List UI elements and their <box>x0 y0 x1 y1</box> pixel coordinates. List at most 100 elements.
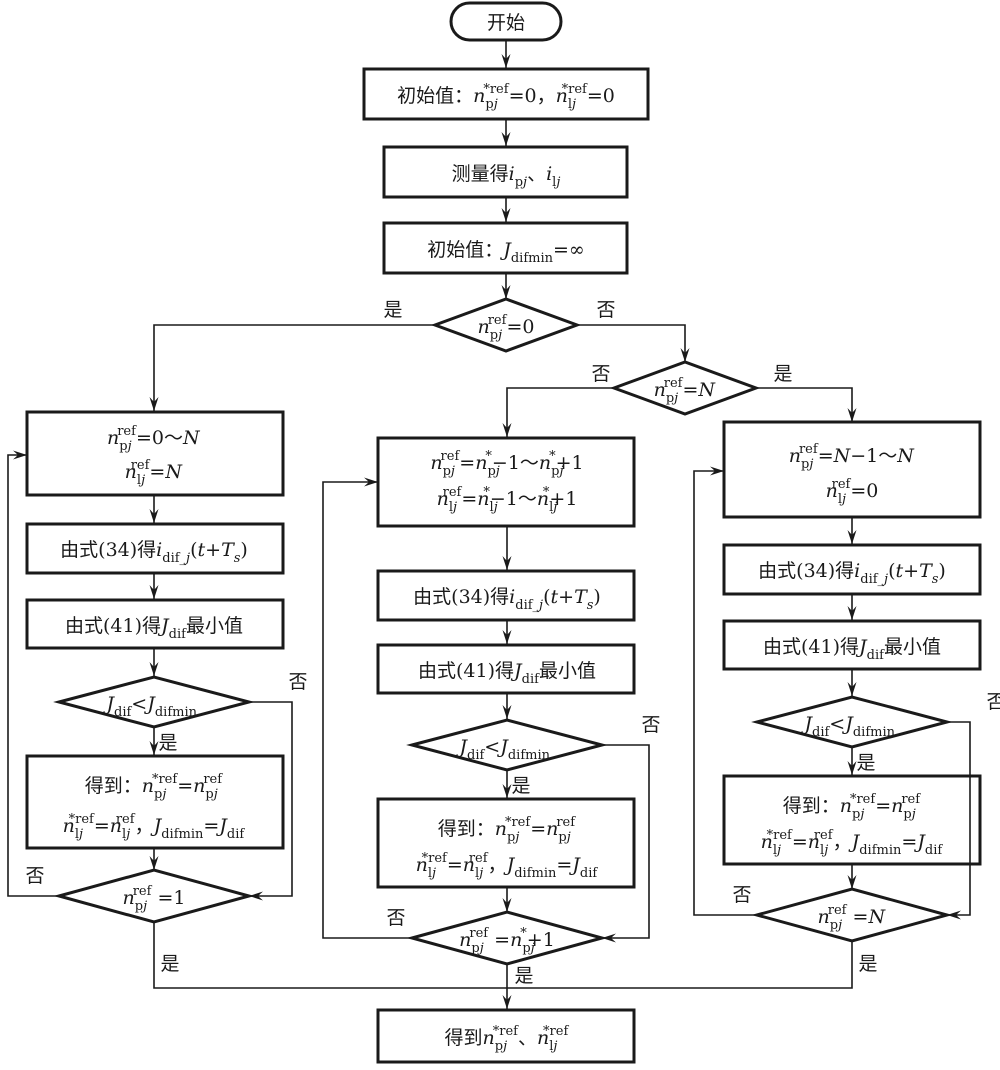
subscript: j <box>491 97 498 112</box>
subscript: j <box>140 899 147 914</box>
expr-token: J <box>157 615 170 637</box>
expr-token: +1 <box>549 488 577 510</box>
expr-token: T <box>919 560 933 582</box>
measure-box <box>382 145 629 199</box>
subscript: j <box>550 1039 557 1054</box>
expr-token: = <box>203 815 219 837</box>
subscript: j <box>536 598 543 613</box>
expr-token: n <box>463 854 475 876</box>
branch-right-loop-no-label: 否 <box>732 884 751 906</box>
decision-npj-zero-text: npjref=0 <box>478 313 535 343</box>
branch-right-compare-yes-label: 是 <box>856 752 875 774</box>
expr-token: +1 <box>556 452 584 474</box>
branch-middle-range-line2: nljref=nlj*−1～nlj*+1 <box>437 485 578 515</box>
expr-token: n <box>789 445 801 467</box>
expr-token: J <box>102 693 115 715</box>
branch-right-get-line1-text: 得到：npj*ref=npjref <box>783 792 921 822</box>
branch-right-get-box <box>722 774 982 866</box>
subscript: s <box>587 598 594 613</box>
branch-left-compare-no-label: 否 <box>288 671 307 693</box>
subscript: dif <box>169 627 187 642</box>
subscript: dif <box>114 705 132 720</box>
branch-left-eq34-text: 由式(34)得idif_j(t+Ts) <box>60 539 248 566</box>
expr-token: = <box>556 854 572 876</box>
branch-left-get-box <box>25 754 285 850</box>
init-ref-box <box>362 67 650 121</box>
subscript: dif <box>580 866 598 881</box>
expr-token: n <box>826 480 838 502</box>
branch-middle-range-line1-text: npjref=npj*−1～npj*+1 <box>430 449 583 479</box>
expr-token: = <box>94 815 110 837</box>
subscript: j <box>550 500 557 515</box>
expr-token: i <box>509 163 515 185</box>
branch-middle-compare-no-label: 否 <box>641 714 660 736</box>
expr-token: T <box>574 586 588 608</box>
subscript: j <box>495 328 502 343</box>
arrowhead-icon <box>502 423 512 437</box>
subscript: s <box>234 551 241 566</box>
expr-token: = <box>683 379 699 401</box>
subscript: difmin <box>859 843 902 858</box>
superscript: *ref <box>152 772 178 787</box>
subscript: p <box>443 464 451 479</box>
expr-token: n <box>510 929 522 951</box>
arrowhead-icon <box>249 891 263 901</box>
expr-token: J <box>503 854 516 876</box>
init-jmin-text-text: 初始值：Jdifmin=∞ <box>427 239 585 266</box>
branch-right-range-line1: npjref=N−1～N <box>789 442 916 472</box>
branch-left-eq34-box <box>25 522 285 575</box>
branch-middle-range-line2-text: nljref=nlj*−1～nlj*+1 <box>437 485 578 515</box>
subscript: l <box>552 175 556 190</box>
decision-npj-N-yes-label: 是 <box>773 363 792 385</box>
branch-right-compare-text-text: Jdif<Jdifmin <box>800 713 895 740</box>
superscript: * <box>549 449 556 464</box>
subscript: l <box>122 827 126 842</box>
expr-token: = <box>875 795 891 817</box>
subscript: l <box>475 866 479 881</box>
branch-right-get-line2-text: nlj*ref=nljref，Jdifmin=Jdif <box>761 828 944 858</box>
branch-left-range-line2: nljref=N <box>125 458 184 488</box>
branch-right-eq41-box <box>722 619 982 671</box>
expr-token: < <box>829 713 845 735</box>
superscript: *ref <box>543 1024 569 1039</box>
expr-token: J <box>800 713 813 735</box>
end-box <box>376 1008 636 1064</box>
expr-token: = <box>488 929 510 951</box>
expr-token: J <box>143 693 156 715</box>
expr-token: J <box>841 713 854 735</box>
expr-token: N <box>697 379 716 401</box>
branch-middle-loop-yes-label: 是 <box>514 965 533 987</box>
subscript: p <box>119 439 127 454</box>
subscript: difmin <box>155 705 198 720</box>
expr-token: =0～ <box>136 427 183 449</box>
branch-left-get-line1: 得到：npj*ref=npjref <box>85 772 223 802</box>
subscript: j <box>450 500 457 515</box>
init-ref-text-prefix: 初始值： <box>397 85 473 107</box>
expr-token: = <box>901 831 917 853</box>
branch-left-eq34-text-prefix: 由式(34)得 <box>60 539 156 561</box>
expr-token: ) <box>593 586 600 608</box>
expr-token: N <box>833 445 852 467</box>
expr-token: i <box>509 586 515 608</box>
branch-middle-compare-text-text: Jdif<Jdifmin <box>455 736 550 763</box>
decision-npj-zero-no-label: 否 <box>596 299 615 321</box>
subscript: difmin <box>511 251 554 266</box>
branch-right-loop-text-text: npjref =N <box>818 903 887 933</box>
branch-right-range-line2-text: nljref=0 <box>826 477 879 507</box>
subscript: l <box>820 843 824 858</box>
expr-token: n <box>891 795 903 817</box>
subscript: j <box>159 787 166 802</box>
superscript: ref <box>469 851 489 866</box>
superscript: * <box>520 926 527 941</box>
branch-left-compare-text-text: Jdif<Jdifmin <box>102 693 197 720</box>
expr-token: n <box>556 85 568 107</box>
subscript: p <box>485 97 493 112</box>
arrowhead-icon <box>710 466 724 476</box>
expr-token: + <box>903 560 919 582</box>
expr-token: n <box>142 775 154 797</box>
arrowhead-icon <box>501 208 511 222</box>
expr-token: + <box>205 539 221 561</box>
branch-middle-loop-no-line <box>322 481 412 939</box>
branch-left-loop-no-line <box>7 454 59 897</box>
branch-right-eq41-text: 由式(41)得Jdif最小值 <box>763 636 941 663</box>
